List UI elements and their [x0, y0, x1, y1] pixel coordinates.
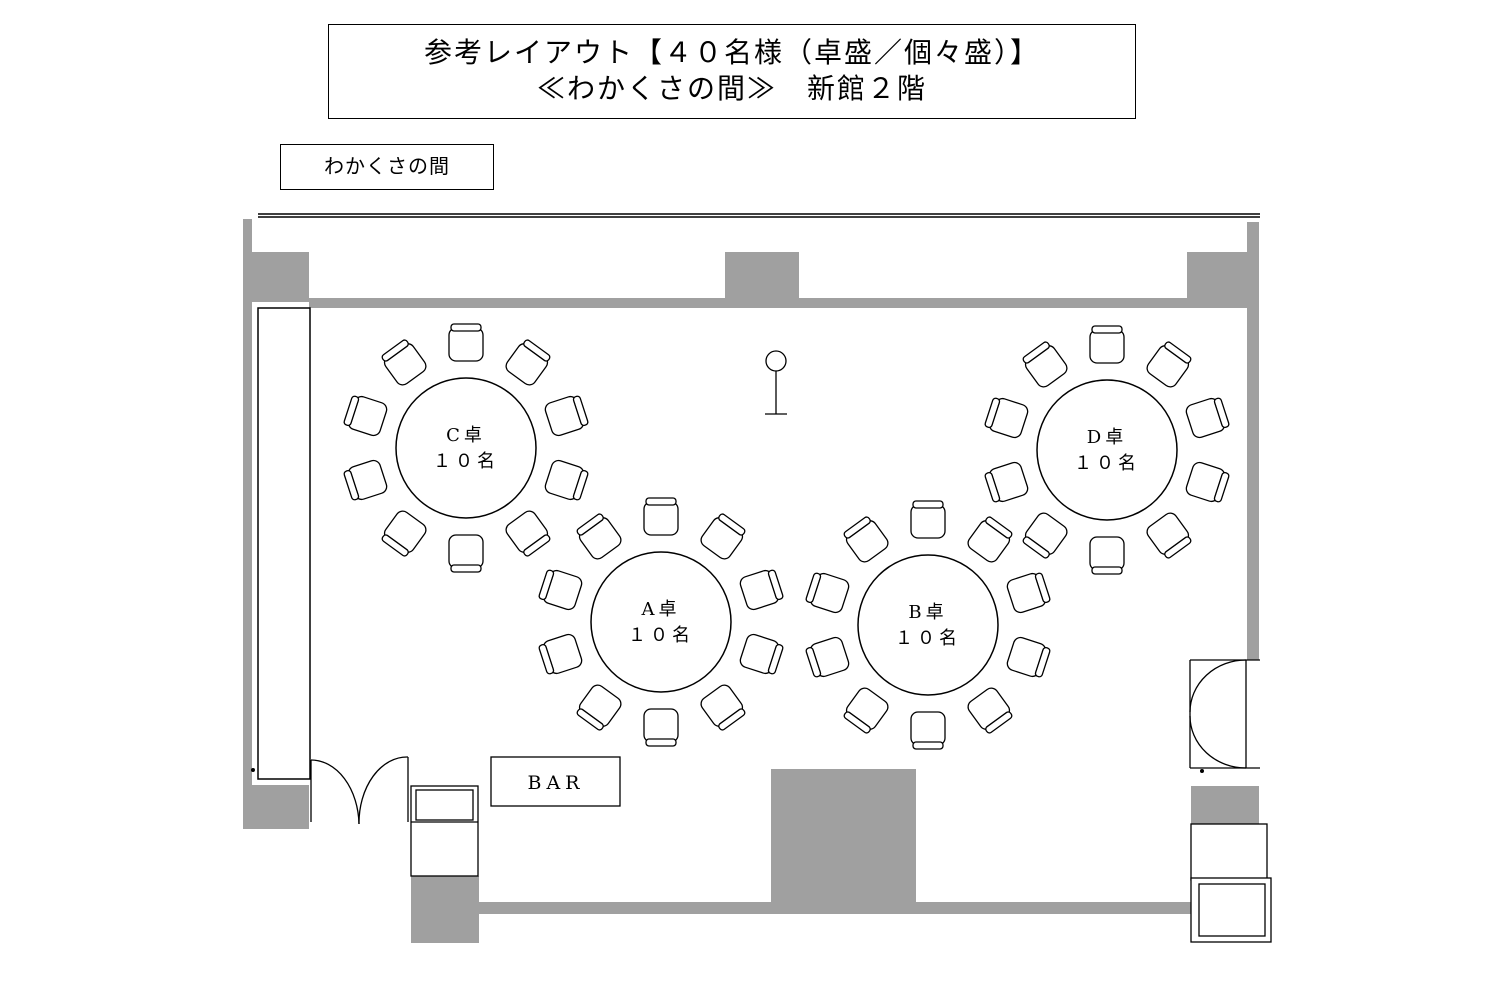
pillar-top-center	[725, 252, 799, 308]
round-table	[395, 377, 537, 519]
table-capacity: １０名	[628, 625, 694, 646]
top-inner-wall-left	[309, 298, 725, 308]
chair	[910, 711, 946, 750]
table-capacity: １０名	[895, 628, 961, 649]
chair	[1006, 572, 1051, 614]
chair	[910, 500, 946, 539]
chair	[505, 510, 551, 557]
chair	[700, 684, 746, 731]
equipment-box-upper	[1190, 823, 1268, 881]
table-d: D卓 １０名	[984, 325, 1230, 575]
chair	[544, 395, 589, 437]
chair	[1089, 325, 1125, 364]
bar-cabinet-top	[415, 789, 474, 821]
round-table	[857, 554, 999, 696]
chair	[448, 534, 484, 573]
bar-counter	[490, 756, 621, 807]
chair	[538, 569, 583, 611]
chair	[343, 459, 388, 501]
chair	[544, 459, 589, 501]
chair	[984, 461, 1029, 503]
chair	[967, 516, 1013, 563]
chair	[700, 513, 746, 560]
table-b: B卓 １０名	[805, 500, 1051, 750]
table-capacity: １０名	[1074, 453, 1140, 474]
chair	[843, 687, 889, 734]
chair	[967, 687, 1013, 734]
table-name: A卓	[641, 599, 681, 620]
left-wall	[243, 219, 252, 829]
pillar-top-right	[1187, 252, 1247, 308]
chair	[1185, 397, 1230, 439]
chair	[576, 684, 622, 731]
chair	[1185, 461, 1230, 503]
chair	[739, 633, 784, 675]
bottom-wall-left	[479, 902, 771, 914]
side-counter	[257, 307, 311, 780]
pillar-bottom-left	[243, 785, 309, 829]
chair	[805, 572, 850, 614]
chair	[538, 633, 583, 675]
round-table	[590, 551, 732, 693]
round-table	[1036, 379, 1178, 521]
table-name: D卓	[1087, 427, 1127, 448]
right-wall-upper	[1247, 222, 1259, 660]
chair	[343, 395, 388, 437]
chair	[381, 339, 427, 386]
chair	[1006, 636, 1051, 678]
pillar-top-left	[243, 252, 309, 302]
chair	[448, 323, 484, 362]
microphone-stand-icon	[765, 350, 787, 415]
chair	[1146, 341, 1192, 388]
table-capacity: １０名	[433, 451, 499, 472]
pillar-bottom-bar	[411, 876, 479, 943]
walls	[243, 219, 1259, 943]
marker-dot-left	[251, 768, 255, 772]
page-subtitle: ≪わかくさの間≫ 新館２階	[536, 72, 927, 105]
chair	[1089, 536, 1125, 575]
bottom-wall-right	[916, 902, 1192, 914]
pillar-bottom-center	[771, 769, 916, 914]
chair	[505, 339, 551, 386]
chair	[984, 397, 1029, 439]
door-right	[1189, 659, 1260, 769]
chair	[643, 708, 679, 747]
table-a: A卓 １０名	[538, 497, 784, 747]
page-title: 参考レイアウト【４０名様（卓盛／個々盛）】	[423, 36, 1040, 69]
chair	[843, 516, 889, 563]
chair	[1022, 512, 1068, 559]
chair	[1146, 512, 1192, 559]
door-left	[310, 756, 409, 825]
room-name-label: わかくさの間	[280, 144, 494, 190]
bar-label: BAR	[528, 772, 585, 794]
chair	[381, 510, 427, 557]
table-name: C卓	[446, 425, 486, 446]
title-box: 参考レイアウト【４０名様（卓盛／個々盛）】 ≪わかくさの間≫ 新館２階	[328, 24, 1136, 119]
pillar-bottom-right	[1191, 786, 1259, 824]
chair	[739, 569, 784, 611]
top-inner-wall-right	[799, 298, 1187, 308]
chair	[1022, 341, 1068, 388]
chair	[643, 497, 679, 536]
table-name: B卓	[908, 602, 947, 623]
table-c: C卓 １０名	[343, 323, 589, 573]
chair	[576, 513, 622, 560]
chair	[805, 636, 850, 678]
tables-layer: A卓 １０名 B卓 １０名 C卓 １０名 D卓 １０名	[343, 323, 1230, 750]
